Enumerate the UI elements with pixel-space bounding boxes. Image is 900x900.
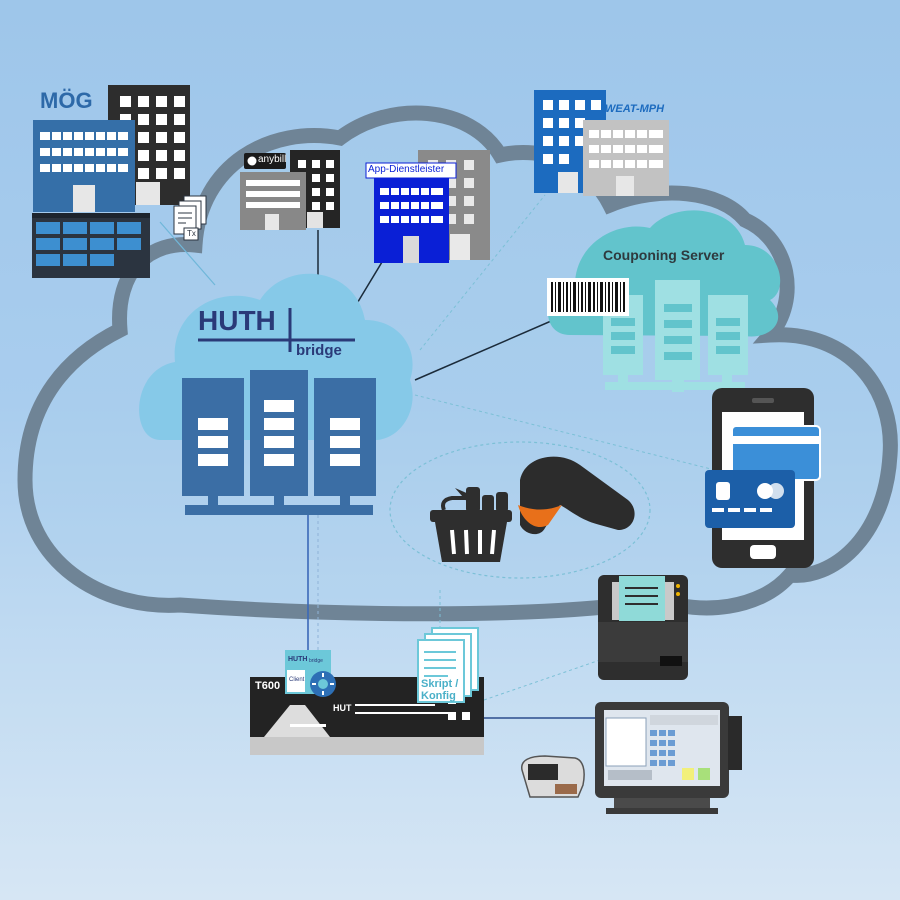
barcode-scanner-icon [518,456,635,535]
smartphone-card-icon [705,388,821,568]
skript-label: Skript / [421,678,459,690]
huth-bridge-logo-bridge: bridge [296,342,342,359]
huth-bridge-logo-huth: HUTH [198,305,276,336]
dashboard-panel [32,213,150,278]
client-module-huth-label: HUTH [288,656,308,663]
anybill-label: anybill [258,154,287,165]
couponing-server-label: Couponing Server [603,247,725,263]
tx-label: Tx [187,229,196,238]
shopping-basket-icon [430,487,512,562]
tx-documents-icon [173,195,207,241]
app-dienstleister-building-group [365,150,490,263]
client-module-bridge-label: bridge [309,658,323,664]
huth-bridge-server-group [139,273,413,515]
skript-konfig-documents [417,627,479,703]
moeg-label: MÖG [40,88,93,113]
app-dienstleister-label: App-Dienstleister [368,164,445,175]
receipt-printer-icon [598,575,688,680]
weat-mph-building-group [534,90,669,196]
weat-mph-label: WEAT-MPH [605,103,665,115]
t600-label: T600 [255,680,281,692]
konfig-label: Konfig [421,690,456,702]
anybill-building-group [240,150,340,230]
moeg-building-group [33,85,190,212]
huth-bridge-client-module [285,650,336,697]
barcode-icon [547,278,629,316]
device-brand-label: HUT [333,703,352,713]
pos-terminal-icon [595,702,742,814]
client-module-client-label: Client [289,677,305,683]
card-reader-icon [521,755,585,798]
